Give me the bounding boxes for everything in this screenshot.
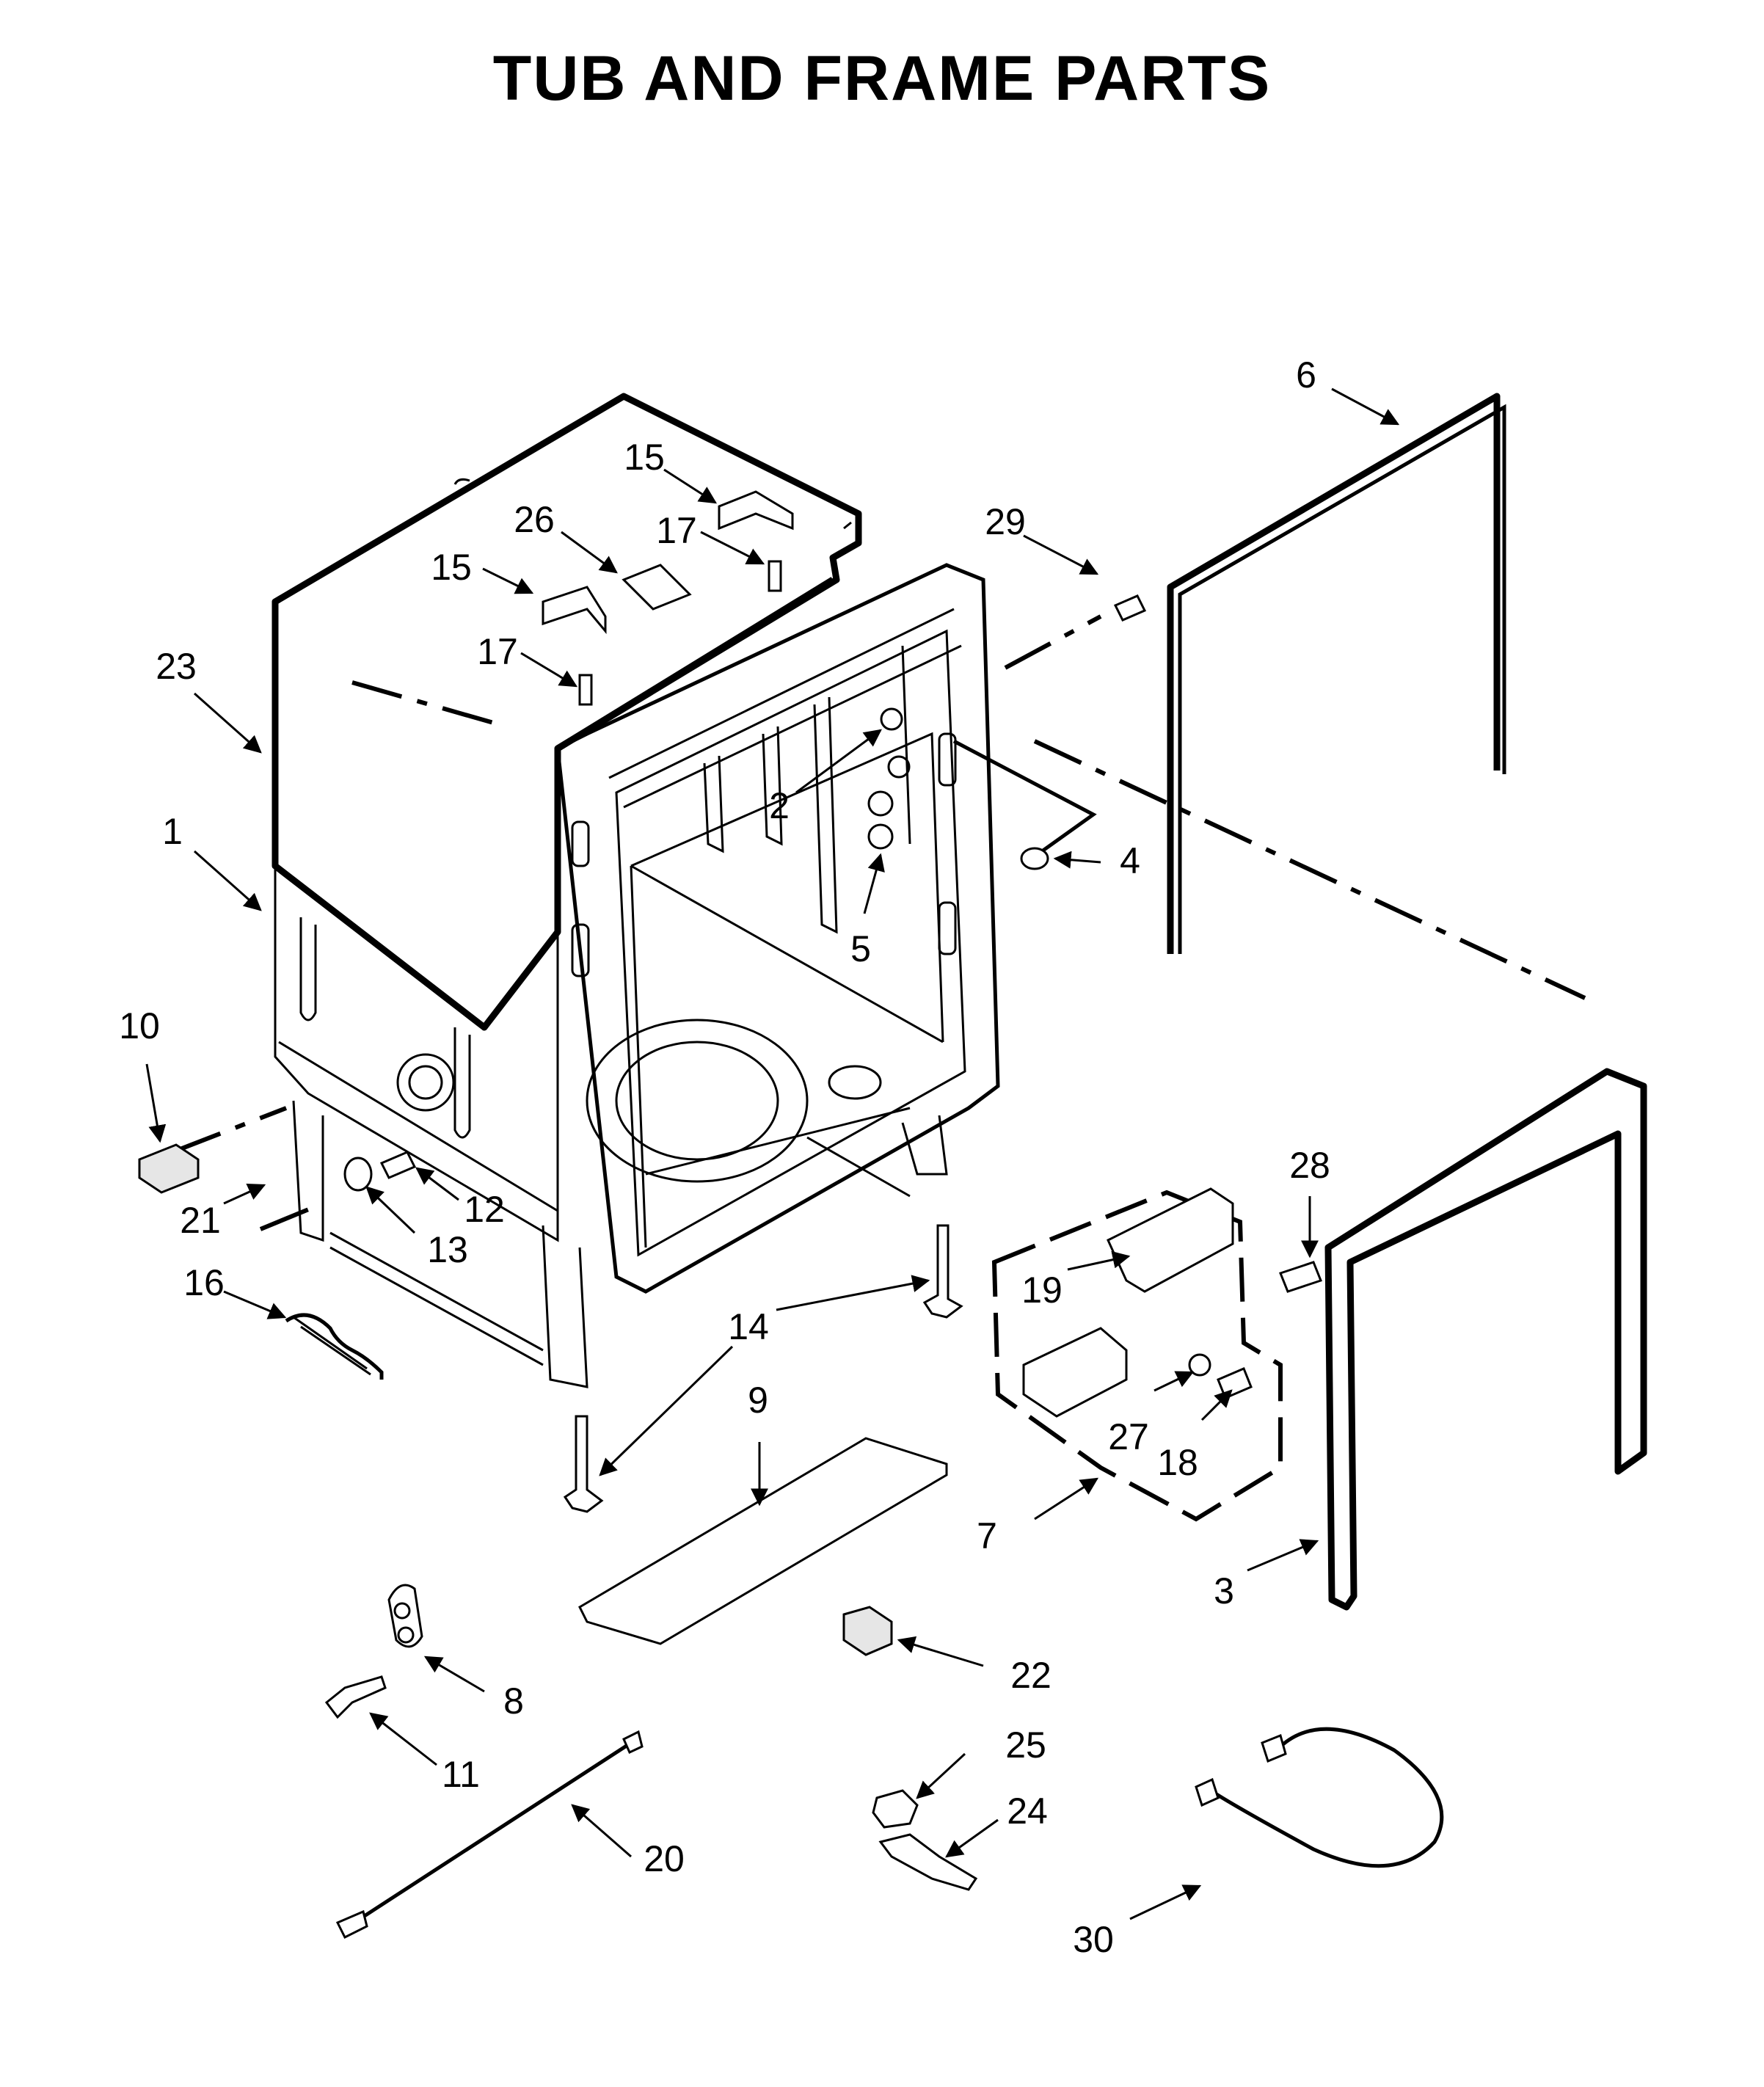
diagram-title: TUB AND FRAME PARTS	[492, 43, 1272, 114]
gasket-top	[1167, 393, 1501, 954]
callout-27: 27	[1108, 1416, 1149, 1457]
callout-11: 11	[442, 1754, 480, 1795]
align-line-29	[1004, 614, 1102, 670]
wire-4	[952, 739, 1097, 853]
callout-20: 20	[644, 1838, 685, 1879]
callout-16: 16	[183, 1262, 225, 1303]
callout-13: 13	[427, 1229, 468, 1270]
align-line-gasket	[1033, 739, 1586, 1000]
callout-15-upper: 15	[624, 437, 665, 478]
callout-1: 1	[162, 811, 183, 852]
insulation-edge	[555, 577, 835, 751]
callout-6: 6	[1296, 354, 1316, 396]
part-13	[343, 1157, 373, 1192]
callout-17-upper: 17	[656, 510, 697, 551]
callout-10: 10	[119, 1005, 160, 1046]
callout-3: 3	[1214, 1570, 1234, 1611]
part-14-front	[563, 1415, 604, 1513]
part-16	[285, 1313, 384, 1380]
callout-24: 24	[1007, 1791, 1048, 1832]
part-27	[1188, 1353, 1211, 1377]
part-30	[1209, 1727, 1444, 1868]
callout-8: 8	[503, 1680, 524, 1722]
part-10	[138, 1143, 200, 1194]
callout-12: 12	[464, 1189, 505, 1230]
callout-18: 18	[1157, 1442, 1198, 1483]
callout-26: 26	[514, 499, 555, 540]
part-25	[872, 1789, 919, 1829]
callout-7: 7	[977, 1515, 997, 1556]
callout-29: 29	[985, 501, 1026, 542]
callout-14: 14	[728, 1306, 769, 1347]
align-line-23	[351, 680, 507, 729]
part-12	[379, 1151, 417, 1179]
hinge-kit-box	[991, 1190, 1283, 1522]
callout-9: 9	[748, 1380, 768, 1421]
hinge-bracket	[1022, 1327, 1128, 1418]
align-line-10	[171, 1106, 288, 1154]
callout-4: 4	[1120, 840, 1140, 881]
callout-28: 28	[1289, 1145, 1330, 1186]
callout-17-lower: 17	[477, 631, 518, 672]
callout-2: 2	[769, 785, 790, 826]
top-brackets	[542, 490, 794, 706]
part-28	[1279, 1261, 1322, 1293]
part-24	[878, 1833, 978, 1891]
part-20	[347, 1741, 633, 1928]
callout-labels: 1 2 3 4 5 6 7 8 9 10 11 12 13 14 15 15 1…	[119, 354, 1330, 1960]
part-18	[1217, 1367, 1253, 1399]
gasket-top-inner	[1178, 404, 1506, 954]
callout-30: 30	[1073, 1919, 1114, 1960]
part-29	[1113, 594, 1147, 622]
part-19	[1107, 1187, 1234, 1293]
callout-21: 21	[180, 1200, 221, 1241]
callout-15-lower: 15	[431, 547, 472, 588]
callout-19: 19	[1021, 1270, 1063, 1311]
callout-25: 25	[1005, 1724, 1046, 1766]
part-4	[1020, 847, 1049, 870]
part-8	[387, 1584, 423, 1648]
align-line-21	[259, 1201, 324, 1231]
callout-5: 5	[850, 928, 871, 969]
part-9	[578, 1437, 948, 1645]
gasket-bottom	[1324, 1068, 1647, 1611]
leader-lines	[145, 387, 1400, 1920]
tub-body	[271, 393, 1000, 1388]
part-22	[842, 1606, 893, 1656]
part-14-rear	[922, 1224, 963, 1319]
part-11	[324, 1675, 387, 1719]
callout-23: 23	[156, 646, 197, 687]
callout-22: 22	[1010, 1655, 1052, 1696]
